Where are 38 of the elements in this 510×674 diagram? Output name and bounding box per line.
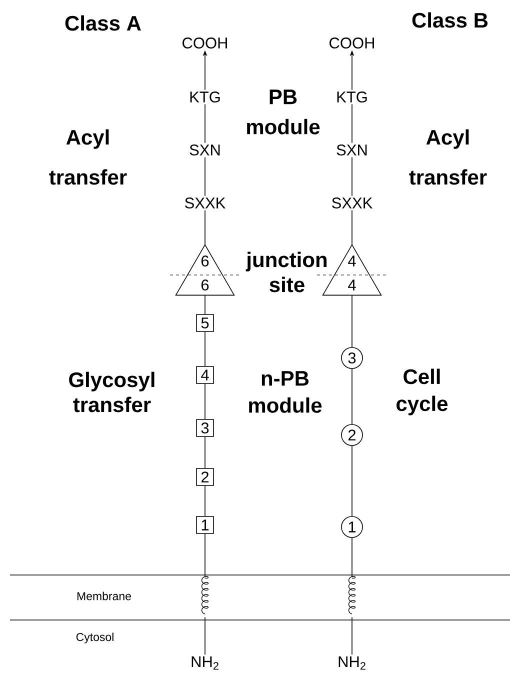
residue-label: NH$_{2}$ bbox=[192, 656, 218, 670]
helix-drawing bbox=[201, 576, 209, 614]
chain-line bbox=[204, 332, 206, 366]
class-heading: Class B bbox=[412, 12, 488, 28]
chain-line bbox=[204, 104, 206, 144]
junction-triangle: 6 6 bbox=[175, 244, 235, 296]
module-label: n-PB module bbox=[249, 371, 322, 413]
chain-line bbox=[204, 436, 206, 468]
residue-label: SXXK bbox=[185, 198, 226, 208]
chain-line bbox=[204, 486, 206, 516]
residue-label: KTG bbox=[190, 92, 220, 102]
chain-line bbox=[204, 210, 206, 246]
region-label: Membrane bbox=[77, 592, 131, 600]
residue-label: COOH bbox=[182, 38, 227, 48]
helix-drawing bbox=[348, 576, 356, 614]
domain-box: 2 bbox=[196, 468, 214, 486]
chain-line bbox=[204, 384, 206, 420]
residue-label: COOH bbox=[330, 38, 374, 48]
class-heading: Class A bbox=[65, 15, 141, 31]
function-label: Acyl transfer bbox=[49, 129, 127, 185]
chain-line bbox=[204, 534, 206, 578]
chain-line bbox=[204, 294, 206, 314]
residue-label: NH$_{2}$ bbox=[338, 656, 366, 670]
domain-box: 5 bbox=[196, 314, 214, 332]
residue-label: KTG bbox=[337, 92, 367, 102]
residue-label: SXXK bbox=[332, 198, 372, 208]
chain-line bbox=[204, 616, 206, 656]
domain-box: 1 bbox=[196, 516, 214, 534]
region-label: Cytosol bbox=[76, 632, 114, 644]
function-label: Cell cycle bbox=[396, 368, 448, 416]
function-label: Glycosyl transfer bbox=[69, 372, 154, 412]
residue-label: SXN bbox=[336, 144, 367, 156]
domain-box: 3 bbox=[196, 419, 214, 437]
chain-line bbox=[204, 156, 206, 196]
module-label: PB module bbox=[247, 90, 320, 134]
residue-label: SXN bbox=[190, 144, 220, 156]
domain-box: 4 bbox=[196, 366, 214, 384]
function-label: Acyl transfer bbox=[409, 129, 487, 185]
